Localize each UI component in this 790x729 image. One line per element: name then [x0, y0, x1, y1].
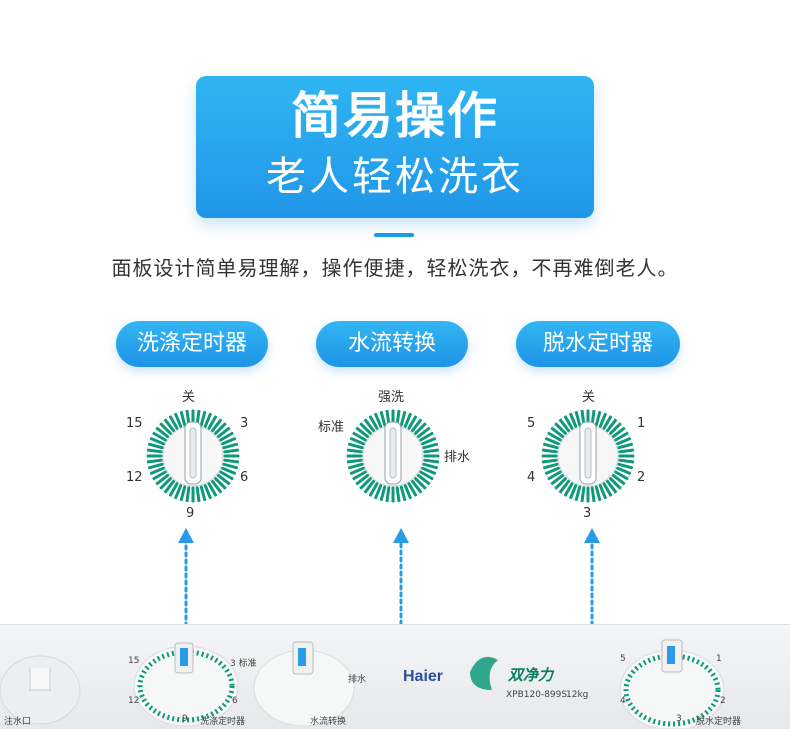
- panel-flow-drain: 排水: [348, 675, 367, 685]
- panel-spin-label: 脱水定时器: [696, 717, 742, 727]
- model-number: XPB120-899S: [506, 690, 568, 700]
- inlet-tap: [29, 668, 51, 691]
- wash-dial-knob[interactable]: [145, 408, 241, 504]
- arrow-wash-head: [178, 528, 194, 543]
- flow-dial-standard-label: 标准: [318, 420, 345, 435]
- hero-subtitle: 老人轻松洗衣: [266, 154, 524, 200]
- series-name: 双净力: [508, 666, 554, 684]
- panel-wash-12: 12: [128, 696, 140, 706]
- water-flow-dial[interactable]: 强洗 标准 排水: [300, 386, 490, 518]
- spin-dial-5-label: 5: [527, 416, 536, 431]
- wash-dial-9-label: 9: [186, 506, 195, 521]
- flow-dial-drain-label: 排水: [444, 450, 471, 465]
- spin-timer-dial[interactable]: 关 5 1 4 2 3: [495, 386, 685, 521]
- spin-dial-2-label: 2: [637, 470, 646, 485]
- panel-flow-label: 水流转换: [310, 717, 347, 727]
- flow-dial-strong-label: 强洗: [378, 390, 405, 405]
- panel-spin-1: 1: [716, 654, 722, 664]
- pill-spin-timer: 脱水定时器: [516, 321, 680, 367]
- panel-spin-3: 3: [676, 714, 682, 724]
- panel-wash-label: 洗涤定时器: [200, 717, 246, 727]
- capacity-label: 12kg: [566, 690, 589, 700]
- pill-wash-timer: 洗涤定时器: [116, 321, 268, 367]
- panel-wash-9: 9: [182, 714, 188, 724]
- wash-dial-12-label: 12: [126, 470, 143, 485]
- wash-dial-15-label: 15: [126, 416, 143, 431]
- logo-swirl-icon: [470, 656, 498, 690]
- arrow-flow-head: [393, 528, 409, 543]
- pill-water-flow: 水流转换: [316, 321, 468, 367]
- panel-spin-2: 2: [720, 696, 726, 706]
- panel-wash-3: 3 标准: [230, 659, 257, 669]
- spin-dial-4-label: 4: [527, 470, 536, 485]
- wash-dial-off-label: 关: [182, 390, 196, 405]
- wash-timer-dial[interactable]: 关 15 3 12 6 9: [100, 386, 290, 521]
- panel-spin-5: 5: [620, 654, 626, 664]
- wash-dial-3-label: 3: [240, 416, 249, 431]
- panel-wash-6: 6: [232, 696, 238, 706]
- description-text: 面板设计简单易理解，操作便捷，轻松洗衣，不再难倒老人。: [111, 256, 679, 280]
- hero-title: 简易操作: [291, 87, 499, 145]
- spin-dial-1-label: 1: [637, 416, 646, 431]
- arrow-spin-head: [584, 528, 600, 543]
- spin-dial-knob[interactable]: [540, 408, 636, 504]
- brand-logo: Haier: [403, 668, 444, 685]
- flow-dial-knob[interactable]: [345, 408, 441, 504]
- hero-banner: [196, 76, 594, 218]
- wash-dial-6-label: 6: [240, 470, 249, 485]
- panel-wash-15: 15: [128, 656, 140, 666]
- panel-spin-4: 4: [620, 696, 626, 706]
- divider: [374, 233, 414, 237]
- spin-dial-off-label: 关: [582, 390, 596, 405]
- spin-dial-3-label: 3: [583, 506, 592, 521]
- panel-inlet-label: 注水口: [4, 717, 32, 727]
